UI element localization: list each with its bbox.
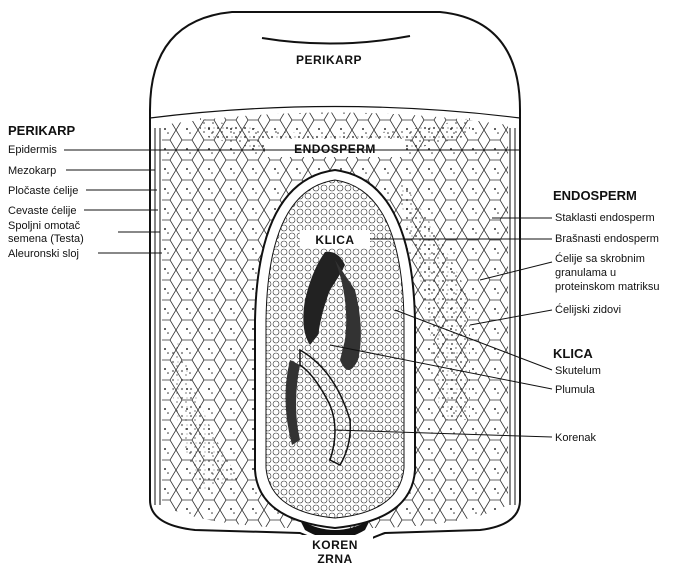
right-label-celije-3: proteinskom matriksu: [555, 281, 660, 293]
right-label-celije-1: Ćelije sa skrobnim: [555, 252, 645, 265]
left-label-plocaste: Pločaste ćelije: [8, 185, 78, 197]
perikarp-top-label: PERIKARP: [296, 53, 362, 67]
right-klica-header: KLICA: [553, 346, 593, 361]
klica-inner-label: KLICA: [315, 233, 354, 247]
right-label-plumula: Plumula: [555, 384, 596, 396]
left-label-epidermis: Epidermis: [8, 144, 57, 156]
koren-label-line1: KOREN: [312, 538, 358, 552]
left-label-spoljni: Spoljni omotač: [8, 220, 81, 232]
right-label-brasnasti: Brašnasti endosperm: [555, 233, 659, 245]
left-perikarp-header: PERIKARP: [8, 123, 76, 138]
right-label-celije-2: granulama u: [555, 267, 616, 279]
endosperm-inner-label: ENDOSPERM: [294, 142, 376, 156]
right-label-zidovi: Ćelijski zidovi: [555, 303, 621, 316]
right-label-korenak: Korenak: [555, 432, 596, 444]
koren-label-line2: ZRNA: [317, 552, 352, 565]
left-label-testa: semena (Testa): [8, 233, 84, 245]
left-label-mezokarp: Mezokarp: [8, 165, 56, 177]
right-endosperm-header: ENDOSPERM: [553, 188, 637, 203]
right-label-staklasti: Staklasti endosperm: [555, 212, 655, 224]
left-label-cevaste: Cevaste ćelije: [8, 205, 76, 217]
left-label-aleuronski: Aleuronski sloj: [8, 248, 79, 260]
right-label-skutelum: Skutelum: [555, 365, 601, 377]
